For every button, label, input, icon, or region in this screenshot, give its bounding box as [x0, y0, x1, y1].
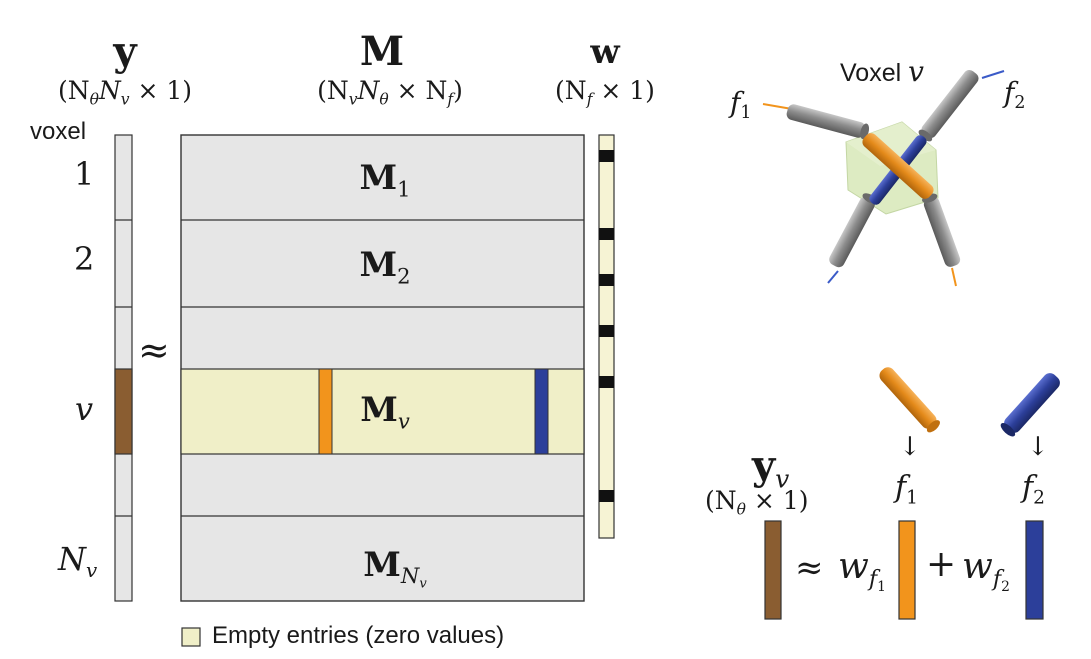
row-label-1: 1 — [74, 155, 95, 193]
block-label-mv: Mv — [360, 390, 410, 434]
m-matrix — [180, 134, 585, 602]
block-label-mnv: MNv — [363, 545, 427, 592]
voxel-3d-model — [762, 69, 1005, 287]
equation-w-f2: wf2 — [962, 546, 1010, 595]
w-dimensions: (Nf × 1) — [555, 76, 655, 109]
row-label-nv: Nv — [58, 540, 98, 582]
m-voxel-row — [180, 368, 585, 455]
w-vector — [598, 134, 615, 539]
m-symbol: M — [359, 28, 405, 75]
block-label-m1: M1 — [359, 158, 411, 202]
legend-label: Empty entries (zero values) — [212, 622, 505, 649]
voxel-model-f1-label: f1 — [730, 86, 752, 124]
equation-f1-bar — [898, 520, 916, 620]
equation-approx: ≈ — [795, 548, 824, 588]
voxel-header: voxel — [30, 118, 87, 145]
equation-f2-label: f2 — [1022, 470, 1045, 509]
equation-lhs-dims: (Nθ × 1) — [705, 486, 809, 519]
row-label-v: v — [75, 390, 94, 428]
arrow-f2: ↓ — [1027, 432, 1049, 462]
m-fiber-column-f1 — [318, 368, 333, 455]
legend-swatch — [181, 627, 201, 647]
equation-y-bar — [764, 520, 782, 620]
y-voxel-segment — [114, 368, 133, 455]
fiber-f1-cylinder — [879, 367, 940, 433]
voxel-model-f2-label: f2 — [1004, 76, 1026, 114]
row-label-2: 2 — [74, 240, 95, 278]
m-dimensions: (NvNθ × Nf) — [317, 76, 463, 109]
y-symbol: y — [113, 28, 137, 75]
equation-w-f1: wf1 — [838, 546, 886, 595]
equation-plus: + — [926, 544, 957, 585]
y-dimensions: (NθNv × 1) — [57, 76, 193, 109]
y-vector — [114, 134, 133, 602]
voxel-model-title: Voxel v — [840, 55, 924, 88]
approx-symbol: ≈ — [138, 328, 170, 372]
block-label-m2: M2 — [359, 245, 411, 289]
equation-f1-label: f1 — [895, 470, 918, 509]
equation-f2-bar — [1025, 520, 1044, 620]
w-symbol: w — [590, 32, 620, 72]
arrow-f1: ↓ — [899, 432, 921, 462]
m-fiber-column-f2 — [534, 368, 549, 455]
equation-lhs: yv — [752, 442, 790, 494]
fiber-f2-cylinder — [1000, 373, 1060, 437]
